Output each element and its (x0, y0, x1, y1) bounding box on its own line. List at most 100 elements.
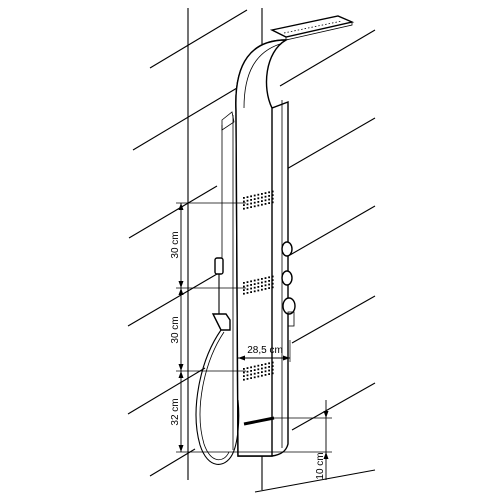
jet-nozzle (268, 195, 270, 197)
jet-nozzle (261, 374, 263, 377)
jet-nozzle (243, 285, 245, 288)
jet-nozzle (264, 370, 267, 373)
wall-diagonal-joint-8 (127, 367, 206, 415)
jet-nozzle (253, 376, 256, 379)
jet-nozzle (271, 194, 274, 196)
jet-nozzle (246, 207, 249, 209)
jet-nozzle (264, 199, 267, 202)
jet-nozzle (246, 284, 249, 287)
dimension-arrowhead (323, 411, 329, 418)
dimension-arrowhead (178, 203, 184, 210)
jet-nozzle (264, 374, 267, 376)
jet-nozzle (250, 199, 252, 201)
jet-nozzle (243, 200, 245, 203)
jet-nozzle (268, 362, 270, 365)
dimension-arrowhead (178, 281, 184, 288)
jet-nozzle (257, 364, 260, 367)
dimension-arrowhead (283, 355, 290, 361)
jet-nozzle (243, 282, 245, 284)
jet-nozzle (250, 373, 252, 376)
jet-nozzle (253, 205, 256, 208)
wall-diagonal-joint-2 (132, 87, 238, 151)
jet-nozzle (250, 280, 252, 283)
jet-nozzle (268, 373, 270, 375)
control-knob-lever (287, 311, 295, 327)
control-knob-top (281, 241, 293, 257)
jet-nozzle (268, 276, 270, 279)
jet-nozzle (243, 197, 245, 199)
jet-nozzle (253, 369, 256, 371)
jet-nozzle (257, 278, 260, 281)
wall-diagonal-joint-3 (279, 29, 376, 87)
jet-nozzle (253, 290, 256, 293)
jet-nozzle (257, 286, 260, 288)
jet-nozzle (257, 368, 260, 371)
jet-nozzle (246, 292, 249, 294)
column-top-curve (243, 43, 281, 109)
jet-nozzle (253, 194, 256, 197)
dimension-lines: 30 cm 30 cm 32 cm 28,5 cm 10 cm (170, 202, 332, 480)
jet-nozzle (250, 206, 252, 208)
column-front-face (235, 39, 289, 457)
jet-nozzle (264, 280, 267, 283)
jet-nozzle (268, 191, 270, 194)
jet-nozzle (250, 284, 252, 286)
jet-nozzle (271, 372, 274, 375)
jet-nozzle (264, 284, 267, 287)
jet-nozzle (271, 275, 274, 278)
dimension-arrowhead (178, 371, 184, 378)
jet-nozzle (250, 291, 252, 293)
wall-diagonal-joint-12 (254, 469, 376, 493)
jet-nozzle (271, 361, 274, 364)
jet-nozzle (257, 204, 260, 207)
jet-nozzle (268, 369, 270, 372)
dimension-arrowhead (178, 364, 184, 371)
jet-nozzle (257, 289, 260, 292)
jet-nozzle (261, 278, 263, 280)
jet-nozzle (246, 367, 249, 369)
dimension-arrows (178, 203, 329, 459)
jet-nozzle (261, 371, 263, 373)
hand-shower-assembly (195, 257, 240, 465)
jet-nozzle (253, 201, 256, 204)
jet-nozzle (264, 363, 267, 365)
dimension-arrowhead (178, 445, 184, 452)
shower-hose-inner (199, 331, 230, 461)
jet-nozzle (271, 286, 274, 289)
jet-nozzle (246, 370, 249, 373)
jet-nozzle (268, 287, 270, 289)
jet-nozzle (246, 288, 249, 291)
jet-nozzle (250, 377, 252, 379)
shower-column (221, 39, 296, 457)
jet-nozzle (271, 279, 274, 281)
jet-nozzle (246, 281, 249, 283)
jet-nozzle (264, 277, 267, 279)
jet-nozzle (250, 202, 252, 205)
jet-nozzle (253, 372, 256, 375)
jet-nozzle (271, 368, 274, 371)
jet-nozzle (261, 196, 263, 199)
jet-nozzle (261, 193, 263, 195)
jet-nozzle (264, 192, 267, 194)
jet-nozzle (246, 199, 249, 202)
wall-diagonal-joint-1 (149, 9, 248, 69)
jet-nozzle (243, 368, 245, 370)
jet-nozzle (261, 288, 263, 291)
jet-nozzle (246, 378, 249, 380)
jet-nozzle (243, 375, 245, 377)
jet-nozzle (250, 195, 252, 198)
wall-diagonal-joint-11 (291, 382, 376, 431)
jet-nozzle (261, 285, 263, 287)
wall-diagonal-joint-10 (149, 448, 196, 477)
jet-nozzle (264, 195, 267, 198)
jet-nozzle (253, 198, 256, 200)
jet-nozzle (261, 367, 263, 370)
jet-nozzle (246, 203, 249, 206)
body-jet-upper (243, 190, 274, 210)
shower-head-edge (285, 22, 353, 41)
jet-nozzle (253, 283, 256, 285)
jet-nozzle (271, 190, 274, 193)
wall-diagonal-joint-4 (128, 185, 218, 239)
jet-nozzle (257, 372, 260, 374)
